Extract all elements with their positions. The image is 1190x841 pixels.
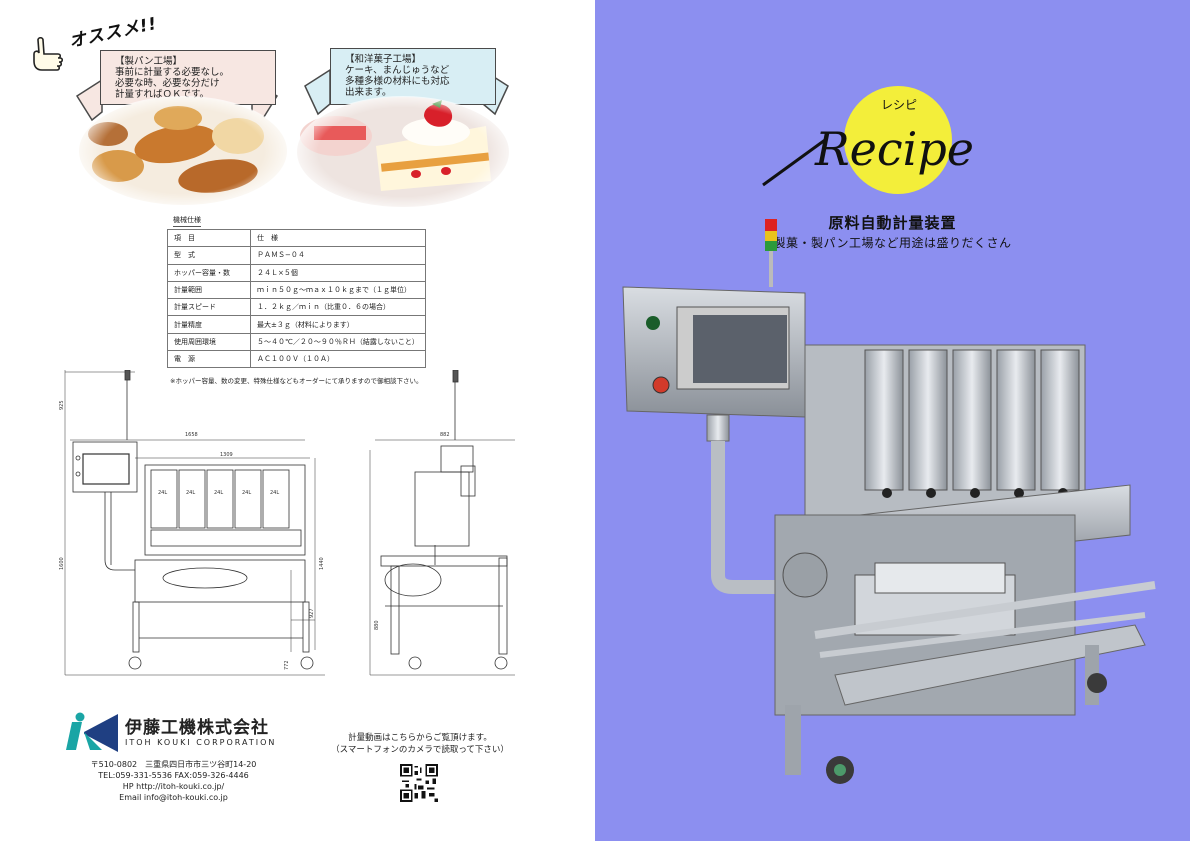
- confection-ribbon-line: 出来ます。: [345, 87, 392, 98]
- cake-photo: [296, 96, 510, 208]
- hopper-label: 24L: [186, 490, 195, 496]
- qr-instructions: 計量動画はこちらからご覧頂けます。 （スマートフォンのカメラで読取って下さい）: [315, 732, 525, 756]
- qr-code-icon[interactable]: [400, 764, 438, 802]
- bread-photo: [78, 96, 288, 206]
- hopper-knob: [970, 488, 980, 498]
- hopper-knob: [1014, 488, 1024, 498]
- spec-value: ５〜４０℃／２０〜９０％ＲＨ（結露しないこと）: [250, 332, 426, 352]
- confection-ribbon: 【和洋菓子工場】 ケーキ、まんじゅうなど 多種多様の材料にも対応 出来ます。: [330, 48, 496, 105]
- company-name-en: ITOH KOUKI CORPORATION: [125, 738, 277, 747]
- confection-ribbon-line: ケーキ、まんじゅうなど: [345, 65, 450, 76]
- spec-value: 仕 様: [250, 228, 426, 248]
- spec-key: 計量精度: [167, 315, 251, 334]
- product-subtitle: 製菓・製パン工場など用途は盛りだくさん: [773, 236, 1012, 250]
- spec-note: ※ホッパー容量、数の変更、特殊仕様などもオーダーにて承りますので御相談下さい。: [170, 377, 423, 385]
- bakery-ribbon-title: 【製パン工場】: [115, 56, 182, 67]
- spec-key: ホッパー容量・数: [167, 263, 251, 282]
- dim-1440: 1440: [319, 557, 325, 570]
- dim-1658: 1658: [185, 432, 198, 438]
- dim-1600: 1600: [59, 557, 65, 570]
- company-address: 〒510-0802 三重県四日市市三ツ谷町14-20: [90, 760, 257, 769]
- machine-photo: [622, 219, 1156, 784]
- spec-key: 使用周囲環境: [167, 332, 251, 352]
- dim-927: 927: [309, 608, 315, 618]
- spec-row: 項 目仕 様: [167, 228, 426, 248]
- confection-ribbon-title: 【和洋菓子工場】: [345, 54, 422, 65]
- pointing-hand-icon: [33, 36, 64, 71]
- company-contact: 〒510-0802 三重県四日市市三ツ谷町14-20 TEL:059-331-5…: [66, 759, 281, 803]
- left-page: オススメ!! 【製パン工場】 事前に計量する必要なし。 必要な時、必要な分だけ …: [33, 13, 525, 803]
- itoh-kouki-logo: [66, 712, 118, 752]
- qr-line: 計量動画はこちらからご覧頂けます。: [348, 733, 492, 743]
- bakery-ribbon-line: 必要な時、必要な分だけ: [115, 78, 220, 89]
- bakery-ribbon-line: 事前に計量する必要なし。: [115, 67, 230, 78]
- spec-key: 電 源: [167, 350, 251, 369]
- dim-772: 772: [284, 660, 290, 670]
- spec-key: 計量範囲: [167, 280, 251, 300]
- hopper-label: 24L: [214, 490, 223, 496]
- hopper-label: 24L: [158, 490, 167, 496]
- spec-value: ＡＣ１００Ｖ（１０Ａ）: [250, 350, 426, 369]
- logo-kana: レシピ: [881, 98, 917, 112]
- qr-line: （スマートフォンのカメラで読取って下さい）: [331, 745, 509, 755]
- spec-value: 最大±３ｇ（材料によります）: [250, 315, 426, 334]
- company-email-link[interactable]: Email info@itoh-kouki.co.jp: [119, 793, 228, 802]
- spec-value: ２４Ｌ×５個: [250, 263, 426, 282]
- right-page: レシピ Recipe 原料自動計量装置 製菓・製パン工場など用途は盛りだくさん: [595, 0, 1190, 841]
- spec-key: 計量スピード: [167, 298, 251, 317]
- dim-1309: 1309: [220, 452, 233, 458]
- hopper-label: 24L: [270, 490, 279, 496]
- spec-value: ＰＡＭＳ−０４: [250, 246, 426, 265]
- hopper-label: 24L: [242, 490, 251, 496]
- spec-key: 型 式: [167, 246, 251, 265]
- dim-925: 925: [59, 400, 65, 410]
- hopper: [1040, 349, 1080, 491]
- hopper: [952, 349, 992, 491]
- spec-row: 計量精度最大±３ｇ（材料によります）: [167, 315, 426, 334]
- logo-word: Recipe: [814, 122, 974, 176]
- company-name: 伊藤工機株式会社: [125, 718, 269, 738]
- bakery-ribbon-line: 計量すればＯＫです。: [115, 89, 210, 100]
- hopper: [864, 349, 904, 491]
- spec-value: ｍｉｎ５０ｇ〜ｍａｘ１０ｋｇまで（１ｇ単位）: [250, 280, 426, 300]
- company-hp-link[interactable]: HP http://itoh-kouki.co.jp/: [122, 782, 225, 791]
- spec-value: １．２ｋｇ／ｍｉｎ（比重０．６の場合）: [250, 298, 426, 317]
- hopper: [996, 349, 1036, 491]
- recommend-callout: オススメ!!: [67, 13, 160, 53]
- dim-880: 880: [374, 620, 380, 630]
- spec-key: 項 目: [167, 228, 251, 248]
- spec-caption: 機械仕様: [173, 215, 201, 227]
- logo-circle: [844, 86, 952, 194]
- hopper-knob: [926, 488, 936, 498]
- hopper: [908, 349, 948, 491]
- confection-ribbon-line: 多種多様の材料にも対応: [345, 76, 450, 87]
- recipe-logo: レシピ Recipe: [762, 86, 974, 194]
- company-tel: TEL:059-331-5536 FAX:059-326-4446: [98, 771, 249, 780]
- bakery-ribbon: 【製パン工場】 事前に計量する必要なし。 必要な時、必要な分だけ 計量すればＯＫ…: [100, 50, 276, 105]
- hopper-knob: [882, 488, 892, 498]
- dim-882: 882: [440, 432, 450, 438]
- product-title: 原料自動計量装置: [828, 214, 957, 232]
